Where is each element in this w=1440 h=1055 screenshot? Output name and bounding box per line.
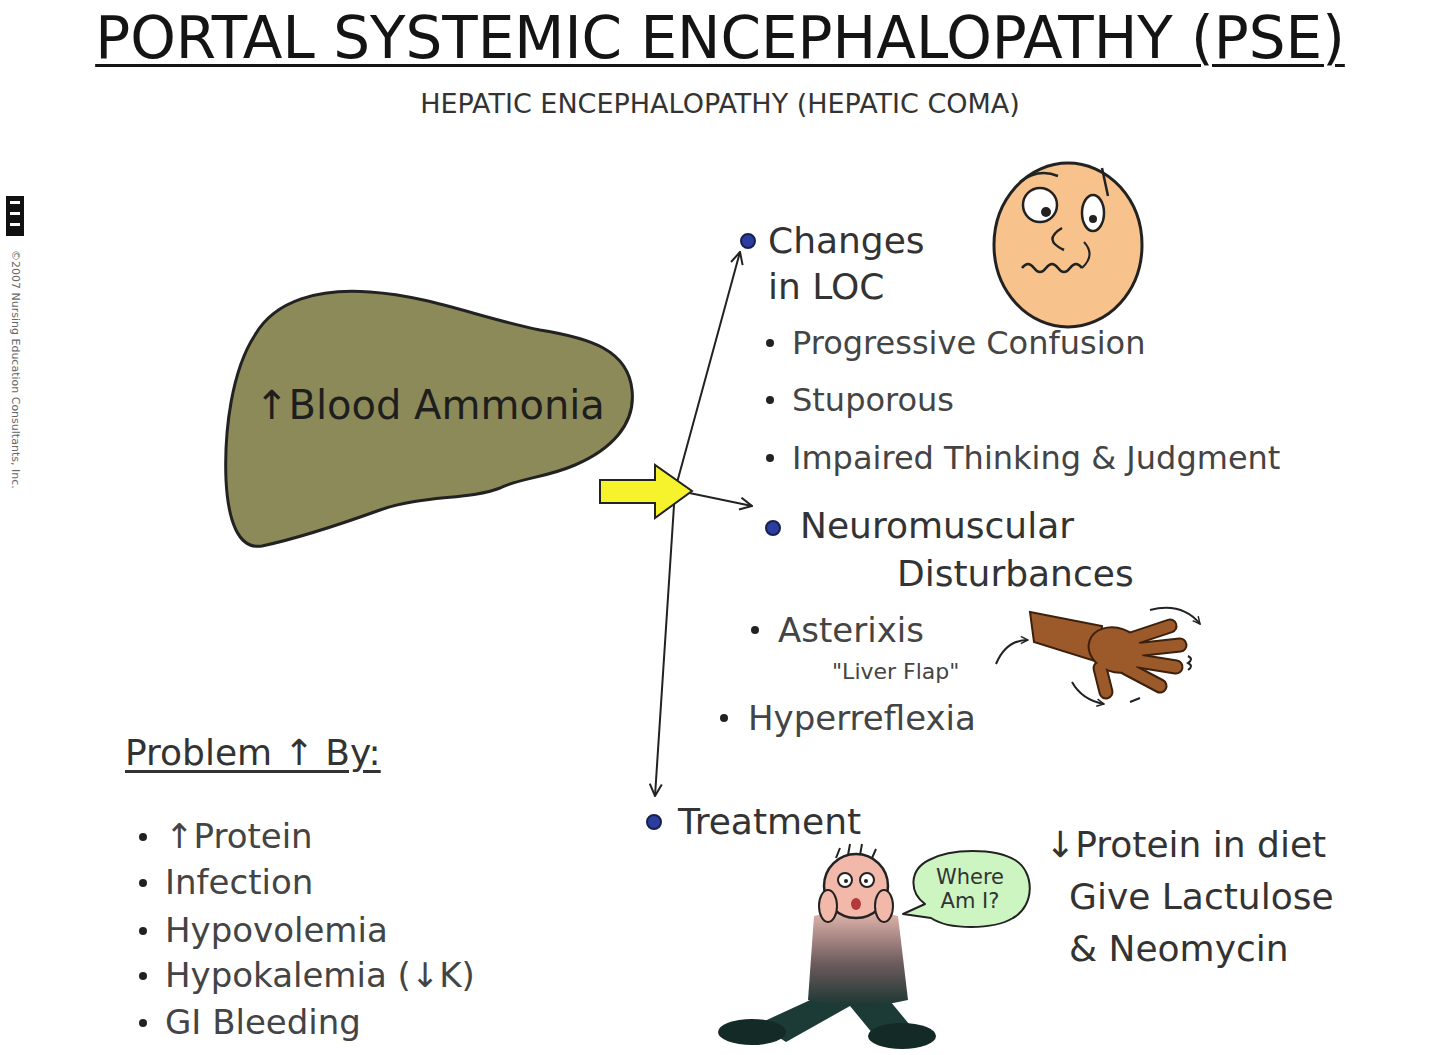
person-shoe xyxy=(718,1019,786,1045)
person-pupil xyxy=(844,879,848,883)
group-heading: Treatment xyxy=(678,796,861,848)
liver-path xyxy=(226,291,633,546)
list-item: GI Bleeding xyxy=(165,1000,361,1044)
publisher-logo xyxy=(6,196,24,236)
symptom-group: Changes in LOC Progressive ConfusionStupo… xyxy=(740,218,1360,480)
list-bullet xyxy=(139,972,147,980)
finger xyxy=(1134,645,1180,650)
finger xyxy=(1126,668,1160,686)
finger-outline xyxy=(1134,645,1180,650)
face-cheek xyxy=(1082,242,1090,268)
person-hand xyxy=(819,890,837,922)
finger-outline xyxy=(1128,626,1170,640)
bullet-point xyxy=(766,396,774,404)
finger-outline xyxy=(1100,668,1106,692)
diagram-title: PORTAL SYSTEMIC ENCEPHALOPATHY (PSE) xyxy=(0,6,1440,70)
connector-arrow xyxy=(635,490,752,506)
face-nose xyxy=(1052,228,1064,250)
speech-text: Where Am I? xyxy=(925,865,1015,913)
group-heading: Changes in LOC xyxy=(768,218,948,310)
face-eye xyxy=(1023,188,1057,222)
bullet-item: Progressive Confusion xyxy=(792,321,1145,365)
finger xyxy=(1132,660,1176,667)
bullet-point xyxy=(751,626,759,634)
heading-dot xyxy=(765,520,781,536)
bullet-point xyxy=(766,339,774,347)
finger xyxy=(1128,626,1170,640)
list-item: Hypovolemia xyxy=(165,908,388,952)
face-brow xyxy=(1020,173,1058,182)
face-brow xyxy=(1102,168,1108,196)
person-shoe xyxy=(868,1023,936,1049)
person-hand xyxy=(875,890,893,922)
motion-arrow xyxy=(1072,682,1104,704)
list-item: Infection xyxy=(165,860,313,904)
list-item: Hypokalemia (↓K) xyxy=(165,953,475,997)
person-mouth xyxy=(851,898,861,910)
hand-fingers xyxy=(1100,626,1180,692)
connector-arrow xyxy=(635,252,740,490)
finger-outline xyxy=(1132,660,1176,667)
face-mouth xyxy=(1022,264,1082,272)
callout-note: "Liver Flap" xyxy=(832,658,959,686)
face-pupil xyxy=(1041,207,1051,217)
node-label: ↑Blood Ammonia xyxy=(255,379,605,431)
list-bullet xyxy=(139,879,147,887)
finger xyxy=(1100,668,1106,692)
face-pupil xyxy=(1089,215,1097,223)
bubble-path xyxy=(903,851,1030,927)
leader-arrow xyxy=(996,640,1028,664)
person-hair xyxy=(836,844,876,858)
logo-mark xyxy=(10,201,20,204)
motion-tick xyxy=(1130,698,1140,702)
logo-mark xyxy=(10,223,20,226)
confused-face xyxy=(994,163,1142,327)
list-item: ↑Protein xyxy=(165,814,313,858)
block-arrow xyxy=(600,465,692,518)
face-eye xyxy=(1082,195,1104,231)
bullet-point xyxy=(766,454,774,462)
logo-mark xyxy=(10,212,20,215)
person-pupil xyxy=(864,879,868,883)
bullet-point xyxy=(720,714,728,722)
copyright-note: ©2007 Nursing Education Consultants, Inc… xyxy=(8,250,22,489)
treatment-text: ↓Protein in diet Give Lactulose & Neomyc… xyxy=(1045,819,1354,975)
motion-tick xyxy=(1188,656,1191,670)
motion-arrow xyxy=(1150,608,1200,624)
person-glasses xyxy=(838,873,852,887)
person-glasses xyxy=(860,873,874,887)
subtitle: HEPATIC ENCEPHALOPATHY (HEPATIC COMA) xyxy=(0,88,1440,120)
liver-shape: ↑Blood Ammonia xyxy=(225,285,635,550)
finger-outline xyxy=(1126,668,1160,686)
bullet-item: Hyperreflexia xyxy=(748,696,976,740)
group-heading: Neuromuscular Disturbances xyxy=(800,502,1160,598)
list-heading: Problem ↑ By: xyxy=(125,730,381,776)
list-bullet xyxy=(139,1019,147,1027)
bullet-item: Impaired Thinking & Judgment xyxy=(792,436,1280,480)
connector-arrow xyxy=(635,490,675,796)
bullet-item: Asterixis xyxy=(778,608,924,652)
symptom-group: Neuromuscular DisturbancesAsterixis"Live… xyxy=(715,506,1185,736)
speech-bubble: Where Am I? xyxy=(905,848,1035,930)
list-bullet xyxy=(139,927,147,935)
heading-dot xyxy=(646,814,662,830)
person-body xyxy=(808,910,908,1006)
bullet-item: Stuporous xyxy=(792,378,954,422)
list-bullet xyxy=(139,833,147,841)
heading-dot xyxy=(740,233,756,249)
